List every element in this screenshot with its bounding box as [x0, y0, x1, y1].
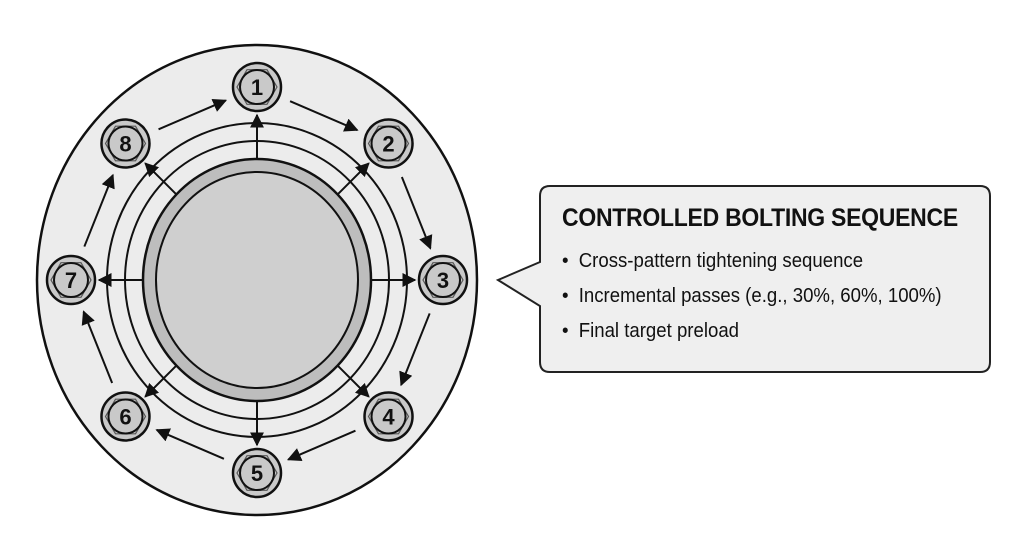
sequence-arrow: [83, 173, 115, 247]
bolt-number: 1: [251, 75, 263, 100]
bullet-icon: •: [562, 320, 569, 342]
sequence-arrow: [400, 176, 433, 250]
sequence-arrow: [399, 313, 431, 387]
sequence-arrow: [289, 100, 359, 132]
bullet-icon: •: [562, 250, 569, 272]
bolt-washer: [107, 398, 144, 435]
bolt-washer: [107, 125, 144, 162]
bolt-washer: [239, 455, 275, 491]
callout-item: •Final target preload: [562, 316, 942, 351]
bolt-hex-icon: [50, 262, 92, 298]
sequence-arrow: [158, 98, 228, 131]
sequence-arrow: [155, 428, 225, 460]
bolt-number: 7: [65, 268, 77, 293]
bolt-hex-icon: [104, 125, 147, 162]
bolt-washer: [53, 262, 89, 298]
bolt-washer: [370, 398, 407, 435]
bolt-hex-icon: [236, 69, 278, 105]
bolt-number: 4: [382, 404, 395, 429]
bolt-washer: [370, 125, 407, 162]
bolt-washer: [425, 262, 461, 298]
sequence-arrow: [81, 310, 114, 384]
callout-item: •Incremental passes (e.g., 30%, 60%, 100…: [562, 281, 942, 316]
bolt-number: 8: [119, 132, 131, 157]
bolt-hex-icon: [367, 125, 410, 162]
radial-arrow: [144, 364, 178, 398]
bolt-number: 6: [119, 404, 131, 429]
bolt-hex-icon: [367, 398, 410, 435]
pipe-bore: [155, 171, 359, 389]
bolt-hex-icon: [104, 398, 147, 435]
callout: CONTROLLED BOLTING SEQUENCE •Cross-patte…: [540, 186, 990, 372]
callout-title: CONTROLLED BOLTING SEQUENCE: [562, 204, 958, 232]
bolt-hex-icon: [422, 262, 464, 298]
bolt-number: 3: [437, 268, 449, 293]
bullet-icon: •: [562, 285, 569, 307]
callout-list: •Cross-pattern tightening sequence •Incr…: [562, 246, 970, 351]
bolt-number: 5: [251, 461, 263, 486]
radial-arrow: [336, 162, 370, 196]
sequence-arrow: [286, 429, 356, 462]
bolt-hex-icon: [236, 455, 278, 491]
radial-arrow: [144, 162, 178, 196]
callout-bubble: [495, 185, 991, 373]
radial-arrow: [336, 364, 370, 398]
callout-item: •Cross-pattern tightening sequence: [562, 246, 942, 281]
bolt-number: 2: [382, 132, 394, 157]
bolt-washer: [239, 69, 275, 105]
